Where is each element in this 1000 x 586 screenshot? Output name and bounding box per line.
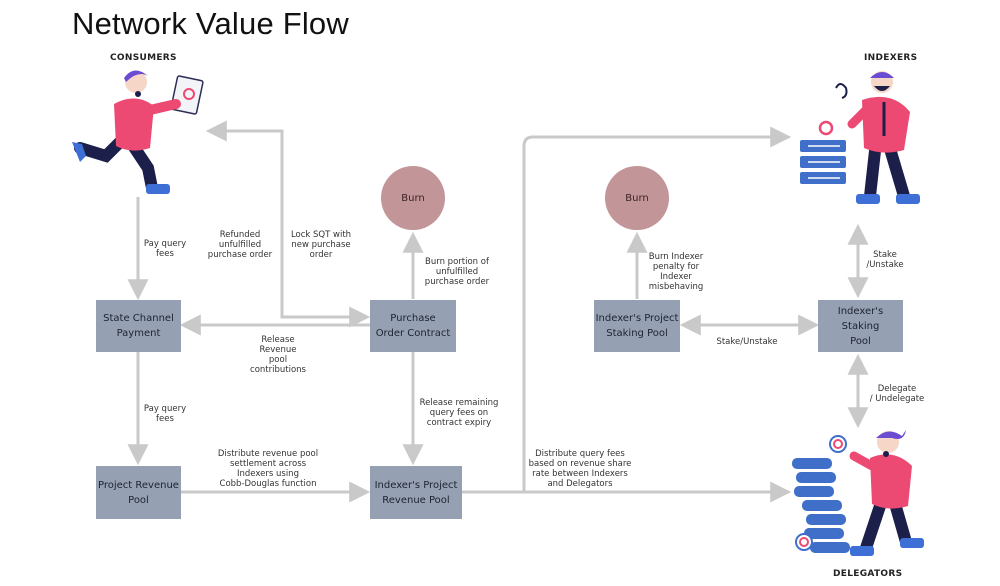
label-stake-unstake-mid: Stake/Unstake [716,337,778,347]
label-pay-query-fees-bottom: Pay query fees [143,404,187,424]
delegators-label: DELEGATORS [833,569,903,579]
label-pay-query-fees-top: Pay query fees [143,239,187,259]
label-distribute-settlement: Distribute revenue pool settlement acros… [217,449,319,489]
consumer-figure-illustration [72,70,204,194]
label-stake-unstake-right: Stake /Unstake [866,250,904,270]
arrow-revenue-to-indexers [522,126,792,492]
indexer-figure-illustration [800,71,920,204]
indexer-project-staking-pool-node: Indexer's Project Staking Pool [594,300,680,352]
label-burn-penalty: Burn Indexer penalty for Indexer misbeha… [648,252,704,292]
indexer-staking-pool-node: Indexer's Staking Pool [818,300,903,352]
burn-node-right: Burn [605,166,669,230]
arrow-purchase-order-consumers-loop [205,120,371,328]
state-channel-payment-node: State Channel Payment [96,300,181,352]
page-title: Network Value Flow [72,6,349,41]
purchase-order-contract-node: Purchase Order Contract [370,300,456,352]
label-release-revenue: Release Revenue pool contributions [250,335,306,375]
label-delegate-undelegate: Delegate / Undelegate [869,384,925,404]
burn-node-left: Burn [381,166,445,230]
label-distribute-query-fees: Distribute query fees based on revenue s… [528,449,632,489]
label-lock-sqt: Lock SQT with new purchase order [290,230,352,260]
project-revenue-pool-node: Project Revenue Pool [96,466,181,519]
consumers-label: CONSUMERS [110,53,177,63]
label-release-remaining: Release remaining query fees on contract… [419,398,499,428]
indexer-project-revenue-pool-node: Indexer's Project Revenue Pool [370,466,462,519]
label-refunded-purchase-order: Refunded unfulfilled purchase order [207,230,273,260]
indexers-label: INDEXERS [864,53,918,63]
label-burn-portion: Burn portion of unfulfilled purchase ord… [424,257,490,287]
delegator-figure-illustration [792,430,924,556]
